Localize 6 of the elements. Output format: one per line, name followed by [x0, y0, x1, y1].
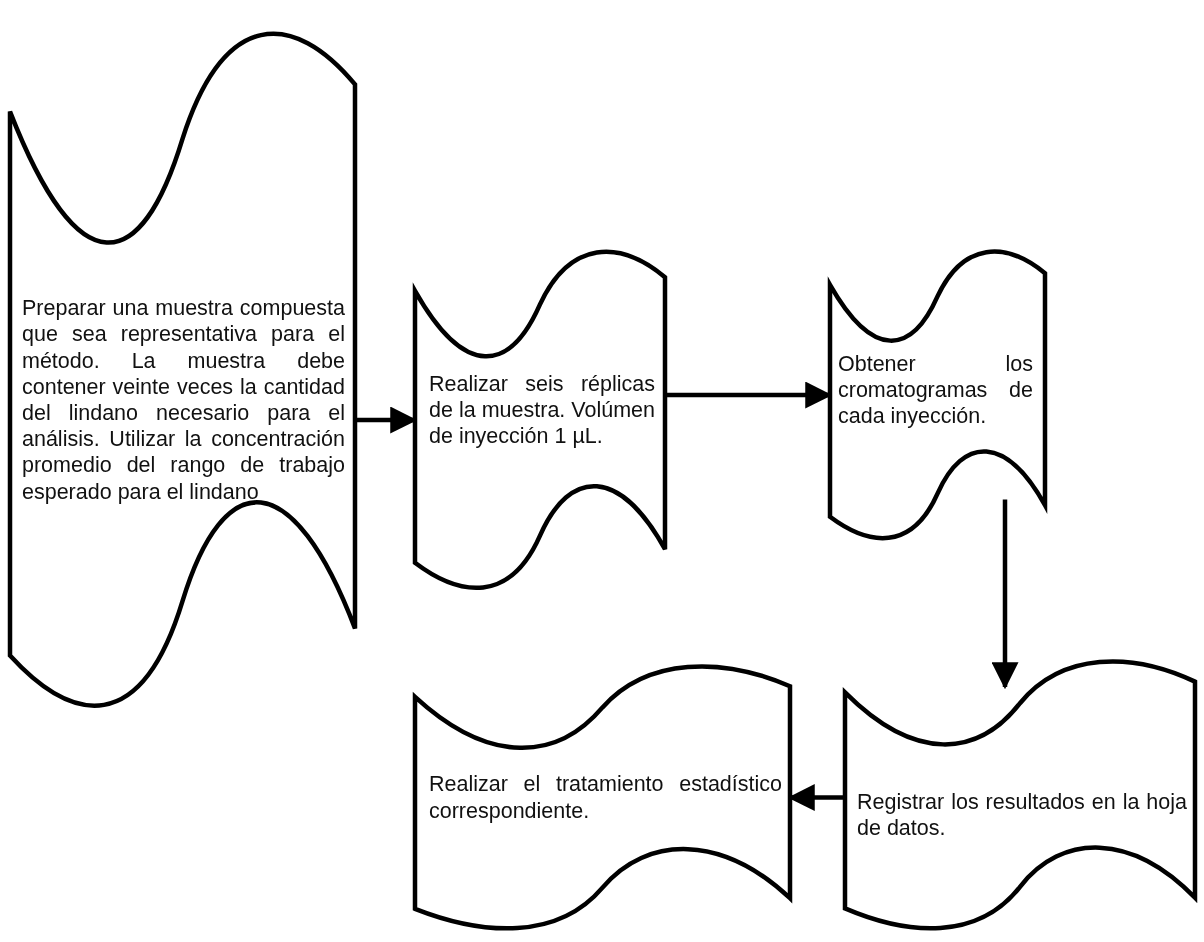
- step-text: Registrar los resultados en la hoja de datos.: [857, 788, 1187, 842]
- step-text: Realizar el tratamiento estadístico correspondiente.: [429, 771, 782, 824]
- step-text: Preparar una muestra compuesta que sea representativa para el método. La muestra debe contener veinte veces la cantidad del lindano necesario para el análisis. Utilizar la concentración promedio del rango de trabajo esperado para el lindano: [22, 295, 345, 505]
- arrow: [991, 499, 1019, 690]
- step-text: Realizar seis réplicas de la muestra. Volúmen de inyección 1 µL.: [429, 370, 655, 450]
- step-text: Obtener los cromatogramas de cada inyección.: [838, 350, 1033, 430]
